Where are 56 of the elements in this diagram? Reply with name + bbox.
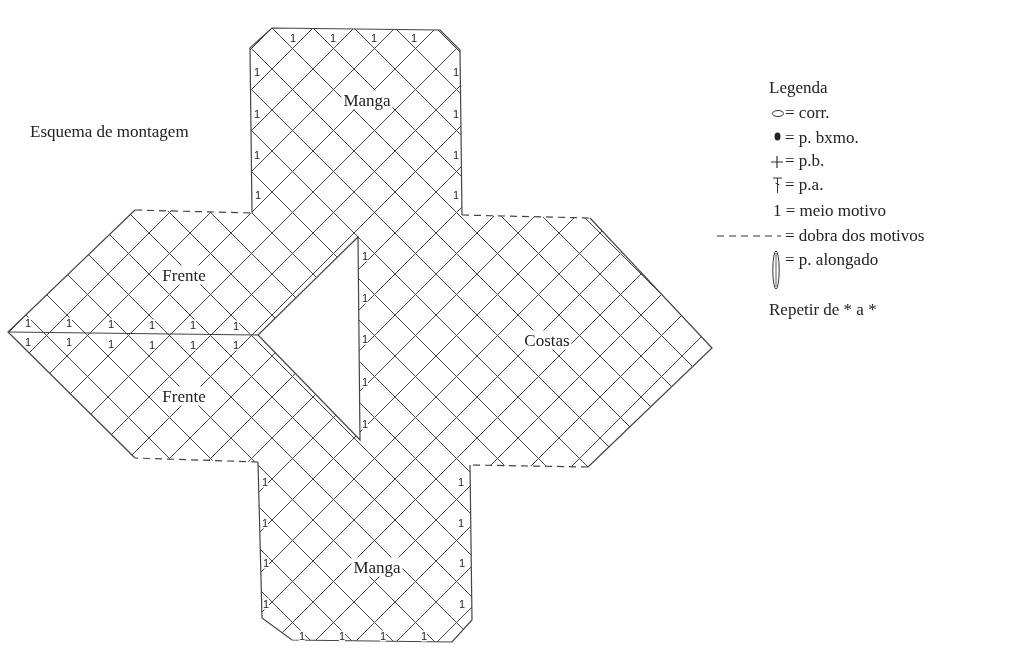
legend-note: Legenda [769, 78, 828, 96]
half-motif-mark: 1 [232, 339, 240, 351]
half-motif-mark: 1 [452, 66, 460, 78]
half-motif-mark: 1 [452, 108, 460, 120]
half-motif-mark: 1 [361, 376, 369, 388]
piece-name: Frente [160, 265, 208, 285]
half-motif-mark: 1 [65, 336, 73, 348]
half-motif-mark: 1 [289, 32, 297, 44]
half-motif-mark: 1 [329, 32, 337, 44]
half-motif-mark: 1 [24, 317, 32, 329]
half-motif-mark: 1 [338, 630, 346, 642]
half-motif-mark: 1 [361, 333, 369, 345]
half-motif-mark: 1 [261, 517, 269, 529]
half-motif-mark: 1 [254, 189, 262, 201]
half-motif-mark: 1 [410, 32, 418, 44]
half-motif-mark: 1 [452, 189, 460, 201]
half-motif-mark: 1 [148, 339, 156, 351]
legend-entry: = dobra dos motivos [785, 227, 925, 244]
diagram-title: Esquema de montagem [30, 122, 189, 142]
half-motif-mark: 1 [379, 630, 387, 642]
legend-entry: = corr. [785, 104, 830, 121]
half-motif-mark: 1 [361, 418, 369, 430]
legend-entry: 1 = meio motivo [773, 202, 886, 219]
half-motif-mark: 1 [361, 250, 369, 262]
legend-entry: = p.b. [785, 152, 825, 169]
half-motif-mark: 1 [457, 517, 465, 529]
half-motif-mark: 1 [298, 630, 306, 642]
half-motif-mark: 1 [253, 66, 261, 78]
half-motif-mark: 1 [452, 149, 460, 161]
half-motif-mark: 1 [262, 557, 270, 569]
half-motif-mark: 1 [370, 32, 378, 44]
legend-entry: = p.a. [785, 176, 824, 193]
half-motif-mark: 1 [65, 317, 73, 329]
half-motif-mark: 1 [457, 476, 465, 488]
legend-entry: = p. bxmo. [785, 129, 859, 146]
half-motif-mark: 1 [420, 630, 428, 642]
half-motif-mark: 1 [148, 319, 156, 331]
legend-entry: = p. alongado [785, 251, 879, 268]
piece-name: Costas [522, 330, 572, 350]
half-motif-mark: 1 [253, 149, 261, 161]
half-motif-mark: 1 [361, 292, 369, 304]
half-motif-mark: 1 [261, 476, 269, 488]
piece-name: Manga [341, 90, 393, 110]
piece-name: Manga [351, 557, 403, 577]
half-motif-mark: 1 [262, 598, 270, 610]
half-motif-mark: 1 [253, 108, 261, 120]
legend-note: Repetir de * a * [769, 300, 877, 318]
half-motif-mark: 1 [232, 320, 240, 332]
half-motif-mark: 1 [458, 598, 466, 610]
half-motif-mark: 1 [189, 319, 197, 331]
half-motif-mark: 1 [107, 318, 115, 330]
half-motif-mark: 1 [189, 339, 197, 351]
half-motif-mark: 1 [458, 557, 466, 569]
half-motif-mark: 1 [107, 338, 115, 350]
half-motif-mark: 1 [24, 336, 32, 348]
piece-name: Frente [160, 386, 208, 406]
